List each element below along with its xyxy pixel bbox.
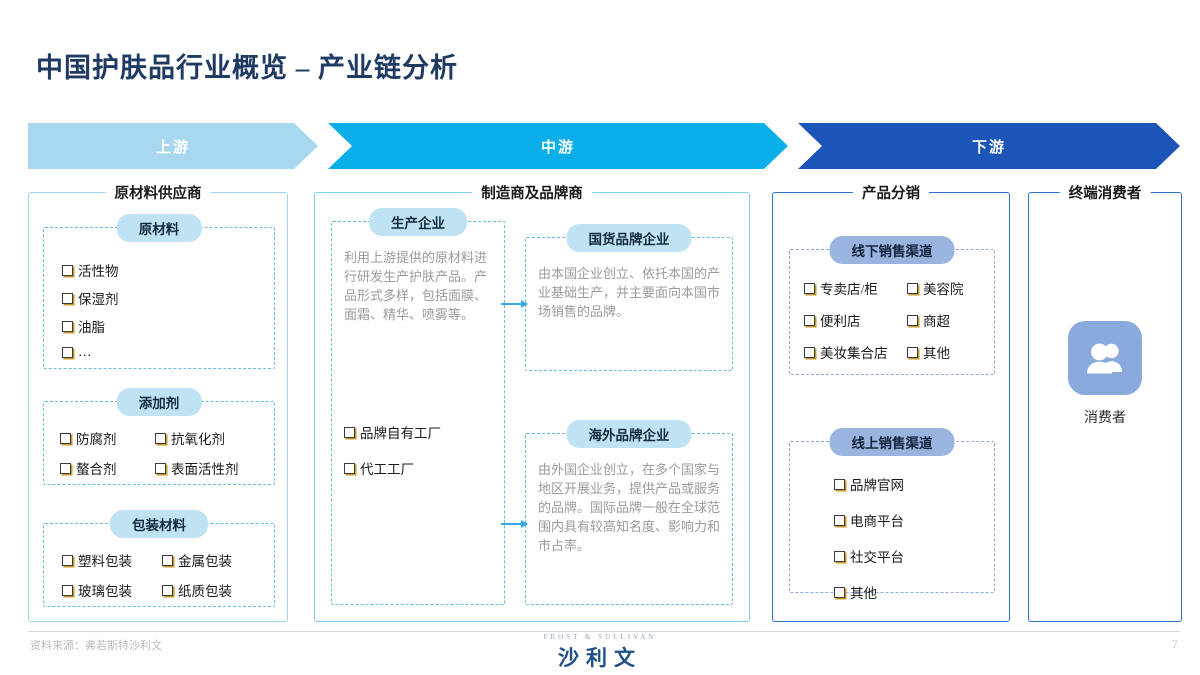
- list-item[interactable]: 电商平台: [834, 510, 904, 530]
- bullet-square-icon: [907, 282, 918, 294]
- bullet-square-icon: [155, 462, 166, 474]
- list-item[interactable]: 品牌自有工厂: [344, 422, 441, 442]
- panel-title-upstream: 原材料供应商: [105, 182, 211, 203]
- banner-segment-midstream[interactable]: 中游: [328, 123, 788, 169]
- bullet-square-icon: [62, 320, 73, 332]
- list-item[interactable]: 美妆集合店: [804, 342, 907, 362]
- list-item[interactable]: 美容院: [907, 278, 964, 298]
- people-icon: [1068, 321, 1142, 395]
- bullet-square-icon: [834, 586, 845, 598]
- box-title-overseas-brand: 海外品牌企业: [566, 420, 692, 448]
- list-item[interactable]: 其他: [834, 582, 877, 602]
- box-offline-channel: 线下销售渠道 专卖店/柜 美容院 便利店 商超 美妆集合店 其他: [789, 236, 995, 375]
- logo-chinese: 沙利文: [558, 646, 642, 670]
- panel-title-midstream: 制造商及品牌商: [472, 182, 592, 203]
- banner-segment-downstream[interactable]: 下游: [798, 123, 1180, 169]
- bullet-square-icon: [804, 346, 815, 358]
- group-title-raw-materials: 原材料: [116, 214, 202, 242]
- bullet-square-icon: [804, 314, 815, 326]
- box-title-producer: 生产企业: [369, 208, 467, 236]
- box-domestic-brand: 国货品牌企业 由本国企业创立、依托本国的产业基础生产，并主要面向本国市场销售的品…: [525, 224, 733, 371]
- bullet-square-icon: [344, 426, 355, 438]
- list-item[interactable]: …: [62, 344, 92, 360]
- list-item[interactable]: 金属包装: [162, 550, 232, 570]
- group-title-additives: 添加剂: [116, 388, 202, 416]
- list-item[interactable]: 表面活性剂: [155, 458, 239, 478]
- bullet-square-icon: [62, 346, 73, 358]
- box-title-offline-channel: 线下销售渠道: [829, 236, 955, 264]
- bullet-square-icon: [162, 584, 173, 596]
- panel-end-consumers: 终端消费者 消费者: [1028, 182, 1182, 622]
- banner-segment-upstream[interactable]: 上游: [28, 123, 318, 169]
- group-packaging-materials: 包装材料 塑料包装 金属包装 玻璃包装 纸质包装: [43, 510, 275, 607]
- bullet-square-icon: [907, 346, 918, 358]
- group-additives: 添加剂 防腐剂 抗氧化剂 螯合剂 表面活性剂: [43, 388, 275, 485]
- bullet-square-icon: [60, 462, 71, 474]
- list-item[interactable]: 代工工厂: [344, 458, 441, 478]
- connector-producer-to-domestic-brand: [501, 300, 528, 307]
- panel-raw-material-suppliers: 原材料供应商 原材料 活性物 保湿剂 油脂 … 添加剂 防腐剂 抗氧化剂 螯合剂…: [28, 182, 288, 622]
- box-title-domestic-brand: 国货品牌企业: [566, 224, 692, 252]
- list-item[interactable]: 社交平台: [834, 546, 904, 566]
- group-raw-materials: 原材料 活性物 保湿剂 油脂 …: [43, 214, 275, 369]
- bullet-square-icon: [62, 584, 73, 596]
- overseas-brand-description: 由外国企业创立，在多个国家与地区开展业务，提供产品或服务的品牌。国际品牌一般在全…: [538, 462, 721, 553]
- box-title-online-channel: 线上销售渠道: [829, 428, 955, 456]
- bullet-square-icon: [62, 264, 73, 276]
- list-item[interactable]: 油脂: [62, 316, 105, 336]
- list-item[interactable]: 塑料包装: [62, 550, 162, 570]
- bullet-square-icon: [155, 432, 166, 444]
- list-item[interactable]: 品牌官网: [834, 474, 904, 494]
- bullet-square-icon: [60, 432, 71, 444]
- panel-title-distribution: 产品分销: [853, 182, 929, 203]
- consumer-label: 消费者: [1084, 411, 1126, 426]
- bullet-square-icon: [834, 478, 845, 490]
- list-item[interactable]: 纸质包装: [162, 580, 232, 600]
- bullet-square-icon: [804, 282, 815, 294]
- logo-english: FROST & SULLIVAN: [543, 633, 657, 641]
- group-title-packaging: 包装材料: [110, 510, 208, 538]
- box-producer: 生产企业 利用上游提供的原材料进行研发生产护肤产品。产品形式多样，包括面膜、面霜…: [331, 208, 505, 605]
- list-item[interactable]: 专卖店/柜: [804, 278, 907, 298]
- box-overseas-brand: 海外品牌企业 由外国企业创立，在多个国家与地区开展业务，提供产品或服务的品牌。国…: [525, 420, 733, 605]
- producer-description: 利用上游提供的原材料进行研发生产护肤产品。产品形式多样，包括面膜、面霜、精华、喷…: [344, 250, 488, 322]
- source-note: 资料来源：弗若斯特沙利文: [30, 640, 162, 652]
- domestic-brand-description: 由本国企业创立、依托本国的产业基础生产，并主要面向本国市场销售的品牌。: [538, 266, 721, 319]
- footer-divider: [28, 631, 1180, 632]
- value-chain-banner: 上游 中游 下游: [28, 123, 1180, 169]
- list-item[interactable]: 保湿剂: [62, 288, 119, 308]
- bullet-square-icon: [834, 514, 845, 526]
- list-item[interactable]: 其他: [907, 342, 950, 362]
- bullet-square-icon: [907, 314, 918, 326]
- list-item[interactable]: 玻璃包装: [62, 580, 162, 600]
- list-item[interactable]: 螯合剂: [60, 458, 155, 478]
- page-number: 7: [1171, 639, 1178, 651]
- panel-manufacturers-and-brands: 制造商及品牌商 生产企业 利用上游提供的原材料进行研发生产护肤产品。产品形式多样…: [314, 182, 750, 622]
- list-item[interactable]: 抗氧化剂: [155, 428, 225, 448]
- consumer-block: 消费者: [1029, 321, 1181, 427]
- list-item[interactable]: 防腐剂: [60, 428, 155, 448]
- list-item[interactable]: 活性物: [62, 260, 119, 280]
- page-title: 中国护肤品行业概览 – 产业链分析: [36, 53, 458, 83]
- connector-producer-to-overseas-brand: [501, 520, 528, 527]
- box-online-channel: 线上销售渠道 品牌官网 电商平台 社交平台 其他: [789, 428, 995, 601]
- bullet-square-icon: [834, 550, 845, 562]
- bullet-square-icon: [344, 462, 355, 474]
- panel-product-distribution: 产品分销 线下销售渠道 专卖店/柜 美容院 便利店 商超 美妆集合店 其他 线上…: [772, 182, 1010, 622]
- bullet-square-icon: [162, 554, 173, 566]
- bullet-square-icon: [62, 292, 73, 304]
- list-item[interactable]: 便利店: [804, 310, 907, 330]
- panel-title-consumer: 终端消费者: [1059, 182, 1151, 203]
- list-item[interactable]: 商超: [907, 310, 950, 330]
- bullet-square-icon: [62, 554, 73, 566]
- brand-logo: FROST & SULLIVAN 沙利文: [0, 633, 1200, 672]
